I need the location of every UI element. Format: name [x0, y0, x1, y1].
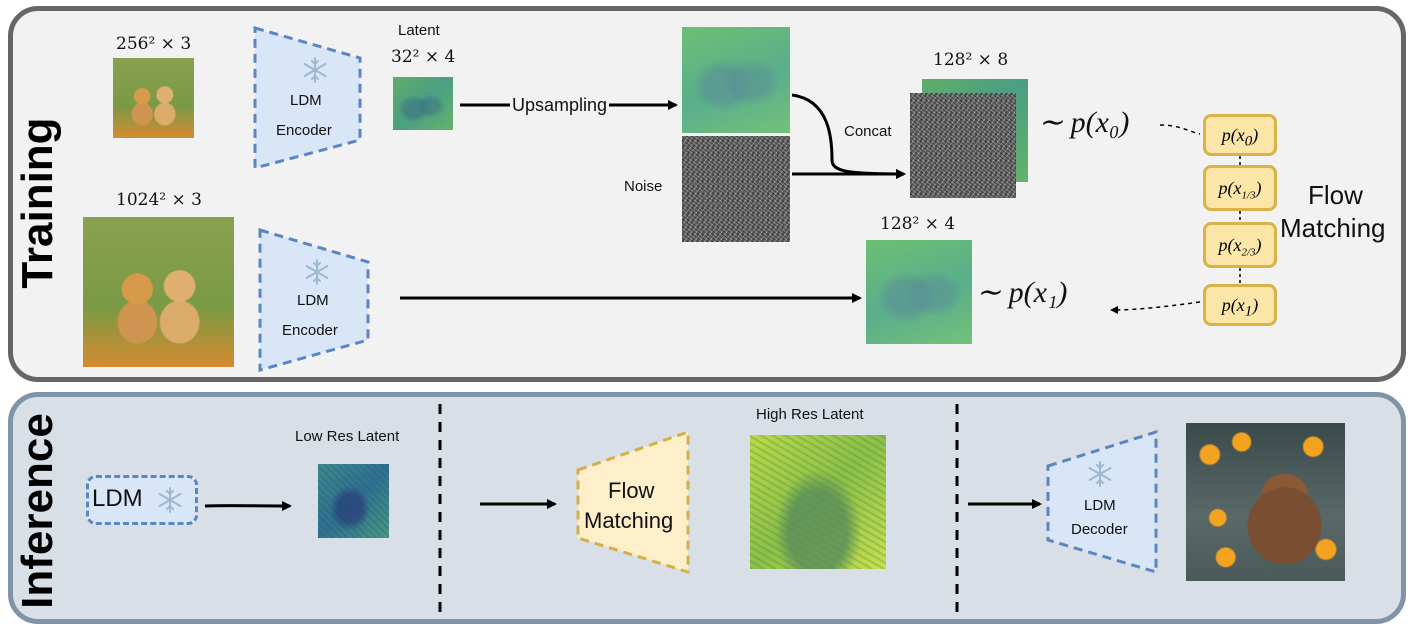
large-image-dims: 1024² × 3	[116, 190, 202, 210]
latent-dims: 32² × 4	[391, 47, 456, 67]
flow-block-label-1: Flow	[608, 478, 655, 503]
path-node-1-close: )	[1255, 178, 1262, 198]
upsampling-label: Upsampling	[510, 95, 610, 116]
encoder-bottom-shape	[258, 227, 370, 372]
path-node-3: p(x1)	[1203, 284, 1277, 326]
path-node-3-base: p(x	[1221, 295, 1245, 315]
encoder-top-shape	[253, 26, 362, 170]
snowflake-icon	[158, 487, 182, 513]
path-node-2-close: )	[1255, 235, 1262, 255]
encoder-top-label-1: LDM	[290, 92, 322, 109]
path-node-0-sub: 0	[1244, 133, 1253, 150]
ldm-sampler-label: LDM	[92, 485, 143, 512]
path-node-3-sub: 1	[1244, 303, 1253, 320]
path-node-1-sub: 1/3	[1241, 189, 1256, 202]
decoder-label-2: Decoder	[1071, 521, 1128, 538]
decoder-shape	[1046, 429, 1158, 575]
encoder-bottom-label-2: Encoder	[282, 322, 338, 339]
x0-to-path-dashed	[1159, 124, 1201, 135]
flow-matching-label-2: Matching	[1280, 213, 1386, 243]
path-node-1-base: p(x	[1218, 178, 1242, 198]
low-res-latent-image	[318, 464, 389, 538]
large-input-image	[83, 217, 234, 367]
flow-matching-block	[576, 429, 690, 575]
concat-label: Concat	[844, 123, 892, 140]
path-node-2-base: p(x	[1218, 235, 1242, 255]
concat-dims: 128² × 8	[933, 50, 1009, 70]
dist-x1: ∼ p(x₁)	[976, 276, 1068, 309]
latent-image	[393, 77, 453, 130]
concat-front-noise	[910, 93, 1016, 198]
output-image	[1186, 423, 1345, 581]
flow-block-label-2: Matching	[584, 508, 674, 533]
path-node-0-base: p(x	[1221, 125, 1245, 145]
path-to-x1-dashed	[1110, 301, 1201, 314]
path-node-2: p(x2/3)	[1203, 222, 1277, 268]
path-node-2-sub: 2/3	[1241, 246, 1256, 259]
encoder-bottom-label-1: LDM	[297, 292, 329, 309]
target-latent-image	[866, 240, 972, 344]
high-res-latent-image	[750, 435, 886, 569]
dist-x0: ∼ p(x₀)	[1038, 106, 1130, 139]
target-dims: 128² × 4	[880, 214, 956, 234]
path-node-3-close: )	[1252, 295, 1259, 315]
high-res-latent-label: High Res Latent	[756, 406, 864, 423]
small-input-image	[113, 58, 194, 138]
inference-panel	[8, 392, 1406, 624]
decoder-label-1: LDM	[1084, 497, 1116, 514]
noise-label: Noise	[624, 178, 663, 195]
upsampled-latent-image	[682, 27, 790, 133]
path-node-1: p(x1/3)	[1203, 165, 1277, 211]
encoder-top-label-2: Encoder	[276, 122, 332, 139]
low-res-latent-label: Low Res Latent	[295, 428, 400, 445]
flow-matching-label-1: Flow	[1308, 180, 1363, 210]
path-node-0: p(x0)	[1203, 114, 1277, 156]
latent-title: Latent	[398, 22, 440, 39]
noise-image	[682, 136, 790, 242]
small-image-dims: 256² × 3	[116, 34, 192, 54]
ldm-sampler-box	[86, 475, 198, 525]
path-node-0-close: )	[1252, 125, 1259, 145]
